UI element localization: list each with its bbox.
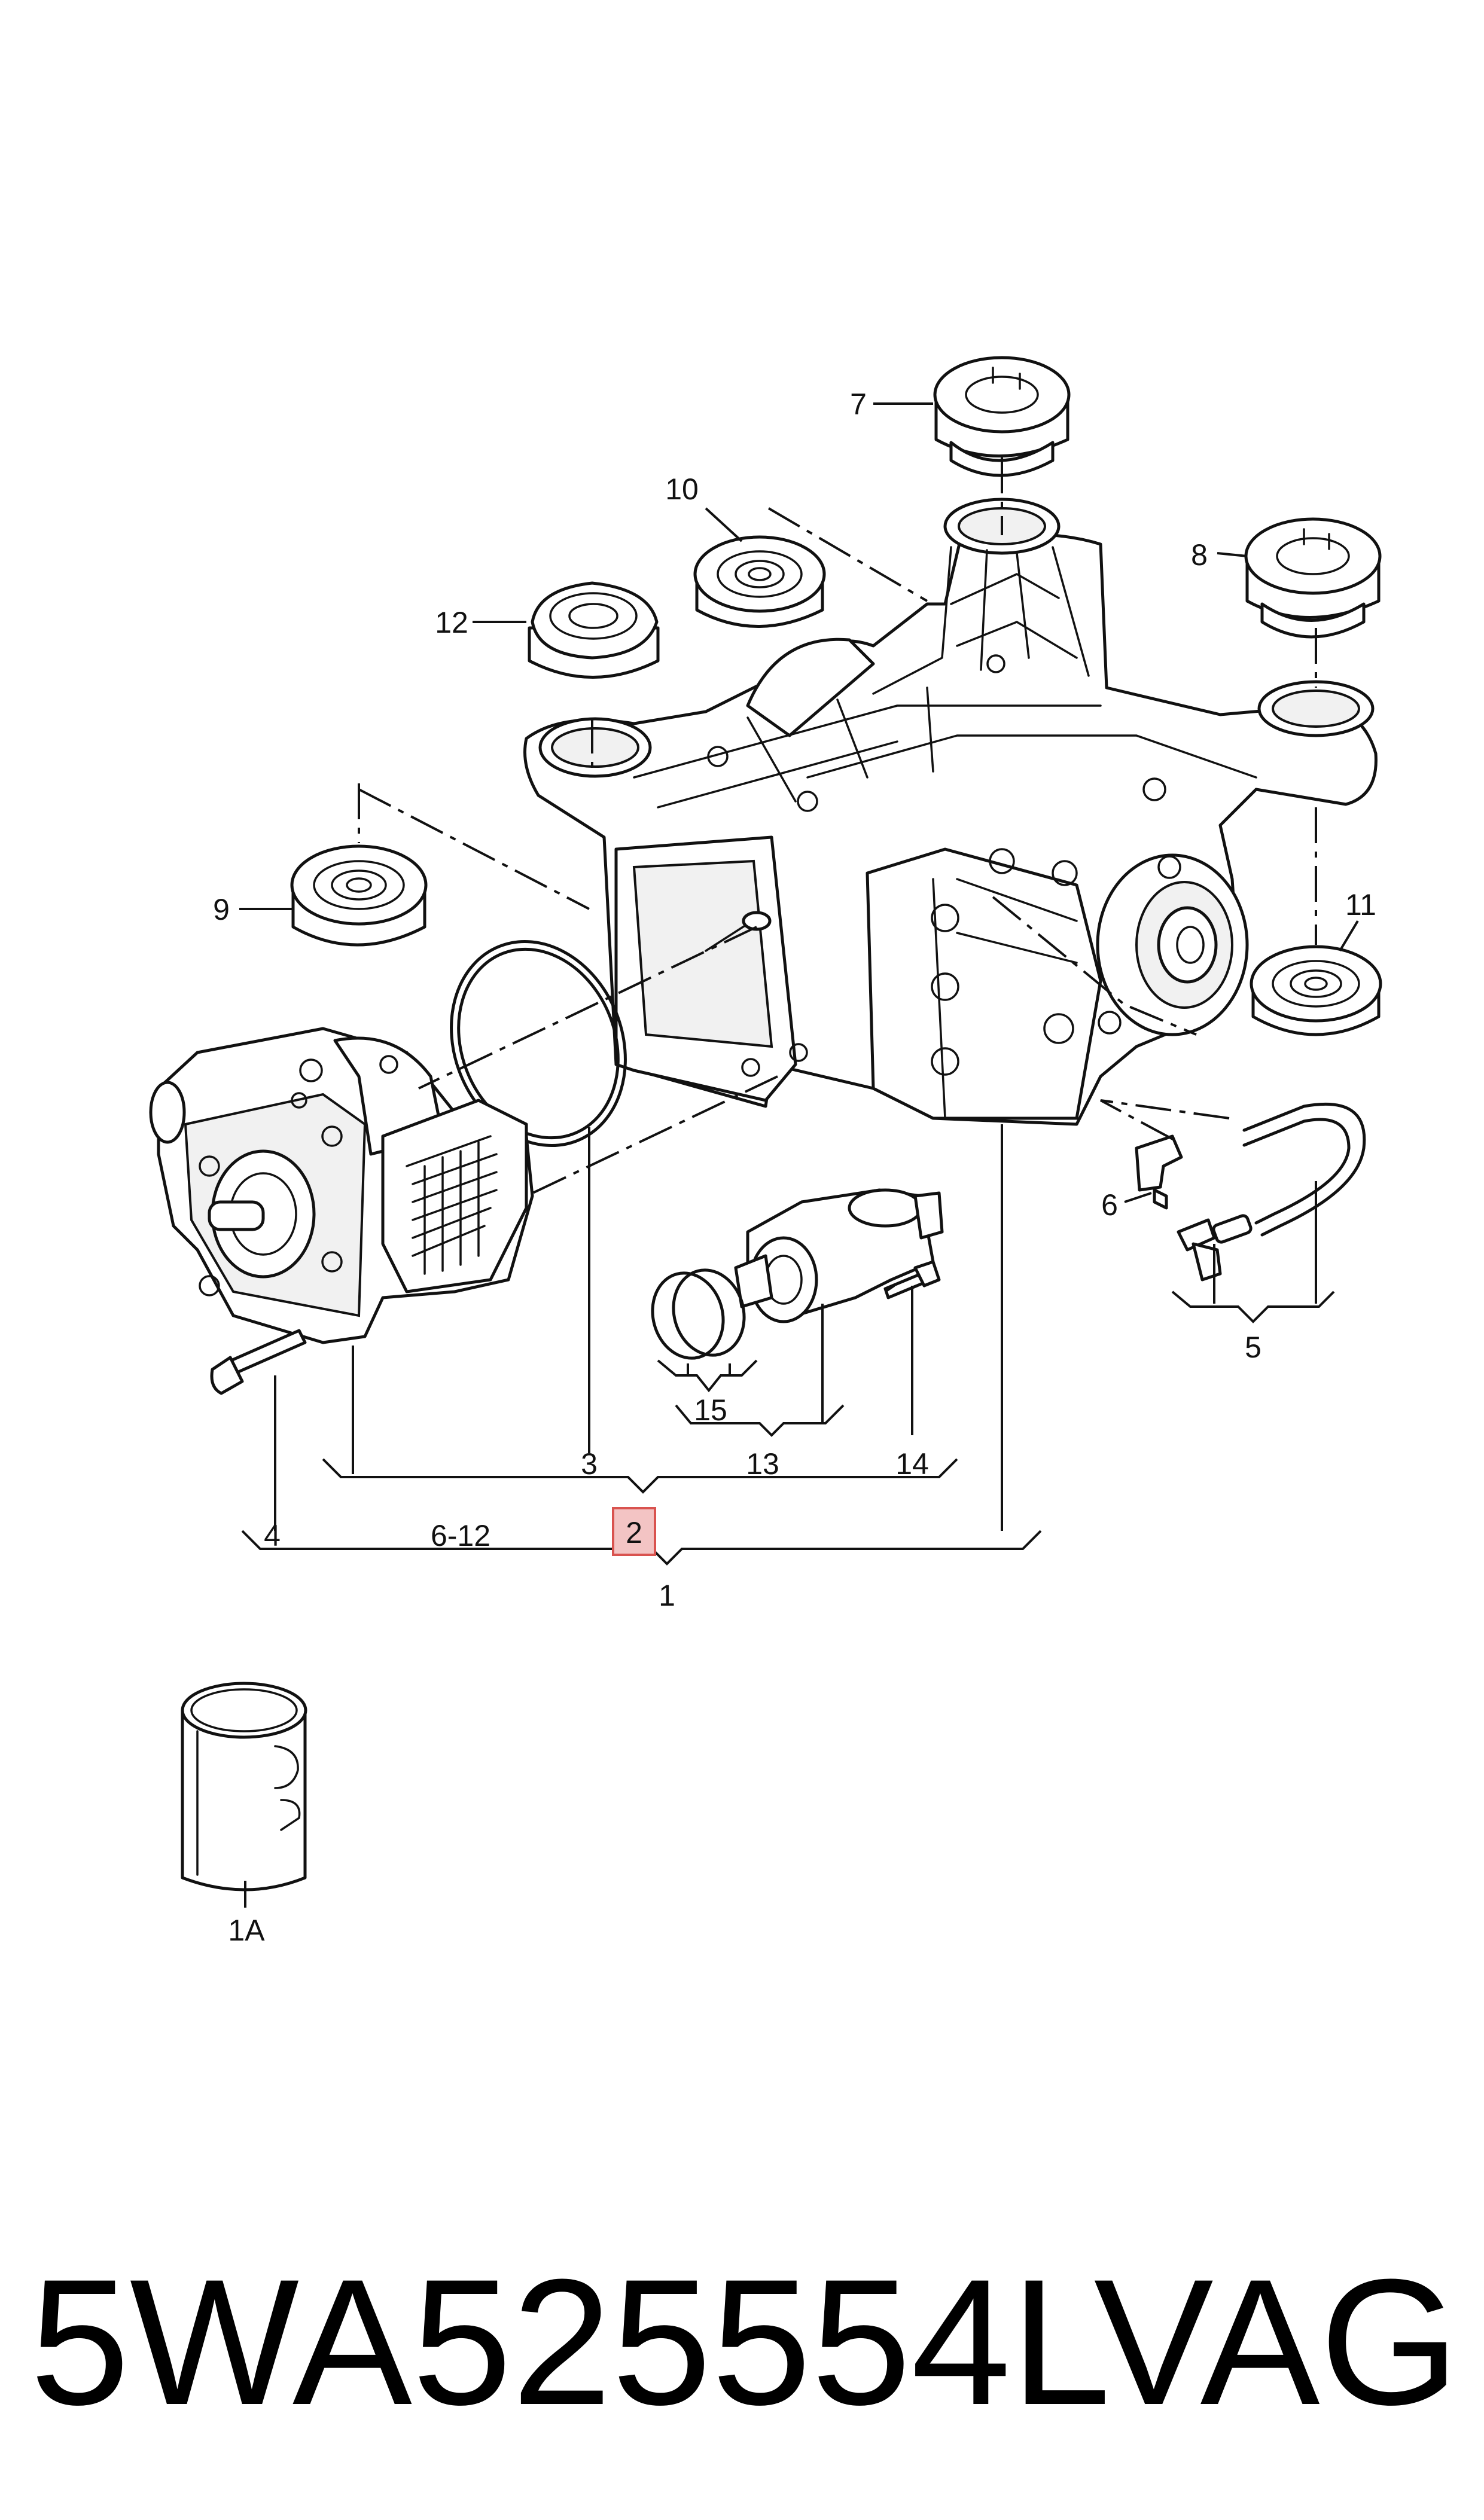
rubber-mount-10[interactable] (693, 535, 826, 628)
callout-15[interactable]: 15 (694, 1393, 727, 1427)
rubber-mount-12[interactable] (528, 581, 660, 679)
callout-2[interactable]: 2 (626, 1516, 642, 1549)
callout-9[interactable]: 9 (213, 893, 230, 926)
part-number: 5WA525554L (30, 2241, 1111, 2442)
leader-lines (239, 402, 1359, 1908)
callout-3[interactable]: 3 (581, 1447, 598, 1481)
bolt-4[interactable] (210, 1329, 307, 1395)
callout-5[interactable]: 5 (1245, 1331, 1261, 1364)
callout-14[interactable]: 14 (895, 1447, 929, 1481)
callout-6[interactable]: 6 (1101, 1188, 1118, 1222)
callout-6-12[interactable]: 6-12 (431, 1519, 490, 1552)
callout-4[interactable]: 4 (264, 1519, 281, 1552)
o-ring-3[interactable] (422, 915, 656, 1171)
rubber-mount-8[interactable] (1244, 517, 1382, 639)
callouts: 7 10 8 12 9 11 6 5 15 13 14 3 4 6-12 2 1… (213, 388, 1376, 1947)
brand-label: VAG (1094, 2241, 1459, 2442)
vent-hose-5[interactable] (1177, 1102, 1366, 1282)
rubber-mount-9[interactable] (290, 844, 428, 947)
bolt-14[interactable] (883, 1260, 941, 1299)
callout-1a[interactable]: 1A (228, 1914, 265, 1947)
rubber-mount-7[interactable] (933, 356, 1071, 477)
callout-8[interactable]: 8 (1191, 538, 1208, 572)
oil-filter-1a[interactable] (181, 1682, 307, 1891)
vent-connector-6[interactable] (1135, 1134, 1183, 1210)
haldex-pump-module[interactable] (149, 1027, 534, 1344)
callout-12[interactable]: 12 (435, 606, 468, 639)
control-valve-13[interactable] (734, 1188, 944, 1323)
highlight-box (612, 1507, 656, 1556)
o-rings-15[interactable] (643, 1262, 753, 1366)
callout-11[interactable]: 11 (1345, 888, 1376, 922)
callout-13[interactable]: 13 (746, 1447, 779, 1481)
callout-7[interactable]: 7 (850, 388, 867, 421)
centre-lines (358, 457, 1317, 1293)
differential-housing[interactable] (523, 498, 1378, 1126)
callout-1[interactable]: 1 (659, 1579, 675, 1612)
rubber-mount-11[interactable] (1250, 945, 1382, 1036)
callout-10[interactable]: 10 (665, 472, 699, 506)
